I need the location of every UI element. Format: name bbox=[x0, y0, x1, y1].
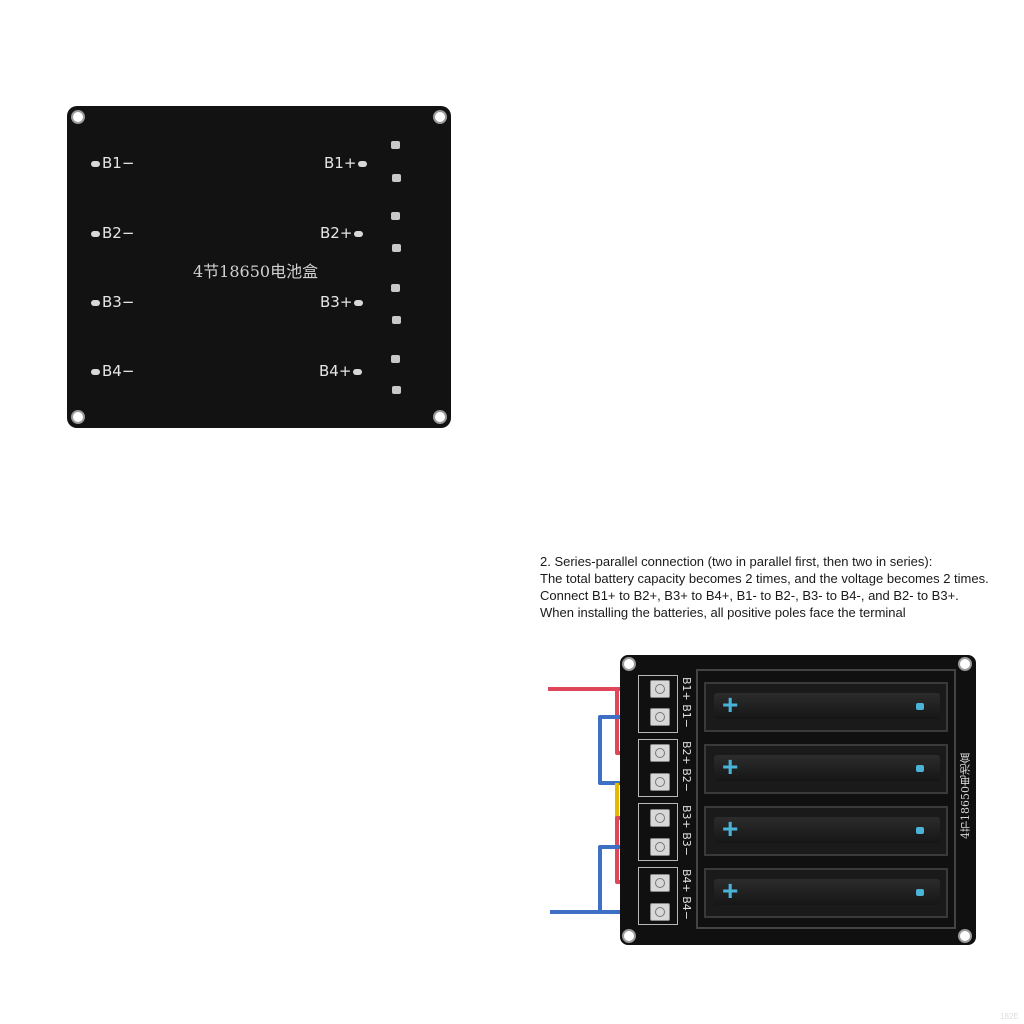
mounting-hole bbox=[622, 657, 636, 671]
description-line: When installing the batteries, all posit… bbox=[540, 605, 906, 620]
description-line: Connect B1+ to B2+, B3+ to B4+, B1- to B… bbox=[540, 588, 959, 603]
negative-mark bbox=[916, 889, 924, 896]
negative-mark bbox=[916, 765, 924, 772]
positive-mark: + bbox=[722, 751, 739, 782]
mounting-hole bbox=[71, 410, 85, 424]
solder-pad bbox=[392, 174, 401, 182]
solder-pad bbox=[392, 244, 401, 252]
screw-terminal bbox=[650, 708, 670, 726]
connection-description: 2. Series-parallel connection (two in pa… bbox=[540, 553, 1010, 621]
description-line: The total battery capacity becomes 2 tim… bbox=[540, 571, 989, 586]
screw-terminal bbox=[650, 874, 670, 892]
terminal-block-b1 bbox=[638, 675, 678, 733]
negative-mark bbox=[916, 827, 924, 834]
screw-terminal bbox=[650, 680, 670, 698]
solder-pad bbox=[391, 212, 400, 220]
board-title: 4节18650电池盒 bbox=[193, 262, 319, 281]
screw-terminal bbox=[650, 903, 670, 921]
terminal-label-b3: B3+ B3− bbox=[680, 805, 693, 857]
battery-slot-3: + bbox=[704, 806, 948, 856]
positive-mark: + bbox=[722, 689, 739, 720]
description-line: 2. Series-parallel connection (two in pa… bbox=[540, 554, 933, 569]
terminal-block-b3 bbox=[638, 803, 678, 861]
pad-label-b3-positive: B3+ bbox=[320, 293, 365, 311]
pad-label-b2-negative: B2− bbox=[89, 224, 134, 242]
mounting-hole bbox=[622, 929, 636, 943]
positive-mark: + bbox=[722, 875, 739, 906]
pad-label-b4-negative: B4− bbox=[89, 362, 134, 380]
battery-slot-1: + bbox=[704, 682, 948, 732]
pad-label-b1-positive: B1+ bbox=[324, 154, 369, 172]
terminal-label-b1: B1+ B1− bbox=[680, 677, 693, 729]
pad-label-b4-positive: B4+ bbox=[319, 362, 364, 380]
mounting-hole bbox=[71, 110, 85, 124]
positive-mark: + bbox=[722, 813, 739, 844]
pad-label-b2-positive: B2+ bbox=[320, 224, 365, 242]
battery-slot-4: + bbox=[704, 868, 948, 918]
solder-pad bbox=[391, 284, 400, 292]
battery-slot-2: + bbox=[704, 744, 948, 794]
mounting-hole bbox=[433, 110, 447, 124]
screw-terminal bbox=[650, 773, 670, 791]
pad-label-b1-negative: B1− bbox=[89, 154, 134, 172]
solder-pad bbox=[392, 316, 401, 324]
mounting-hole bbox=[433, 410, 447, 424]
screw-terminal bbox=[650, 809, 670, 827]
negative-mark bbox=[916, 703, 924, 710]
mounting-hole bbox=[958, 657, 972, 671]
solder-pad bbox=[391, 141, 400, 149]
terminal-block-b4 bbox=[638, 867, 678, 925]
battery-board-back: B1− B2− B3− B4− B1+ B2+ B3+ B4+ 4节18650电… bbox=[67, 106, 451, 428]
battery-board-front: B1+ B1− B2+ B2− B3+ B3− B4+ B4− + + + + … bbox=[620, 655, 976, 945]
terminal-block-b2 bbox=[638, 739, 678, 797]
terminal-label-b4: B4+ B4− bbox=[680, 869, 693, 921]
board-side-label: 4节18650电池盒 bbox=[959, 753, 972, 839]
mounting-hole bbox=[958, 929, 972, 943]
terminal-label-b2: B2+ B2− bbox=[680, 741, 693, 793]
solder-pad bbox=[391, 355, 400, 363]
pad-label-b3-negative: B3− bbox=[89, 293, 134, 311]
screw-terminal bbox=[650, 838, 670, 856]
solder-pad bbox=[392, 386, 401, 394]
battery-holder bbox=[696, 669, 956, 929]
watermark: 182E bbox=[1000, 1012, 1019, 1021]
screw-terminal bbox=[650, 744, 670, 762]
